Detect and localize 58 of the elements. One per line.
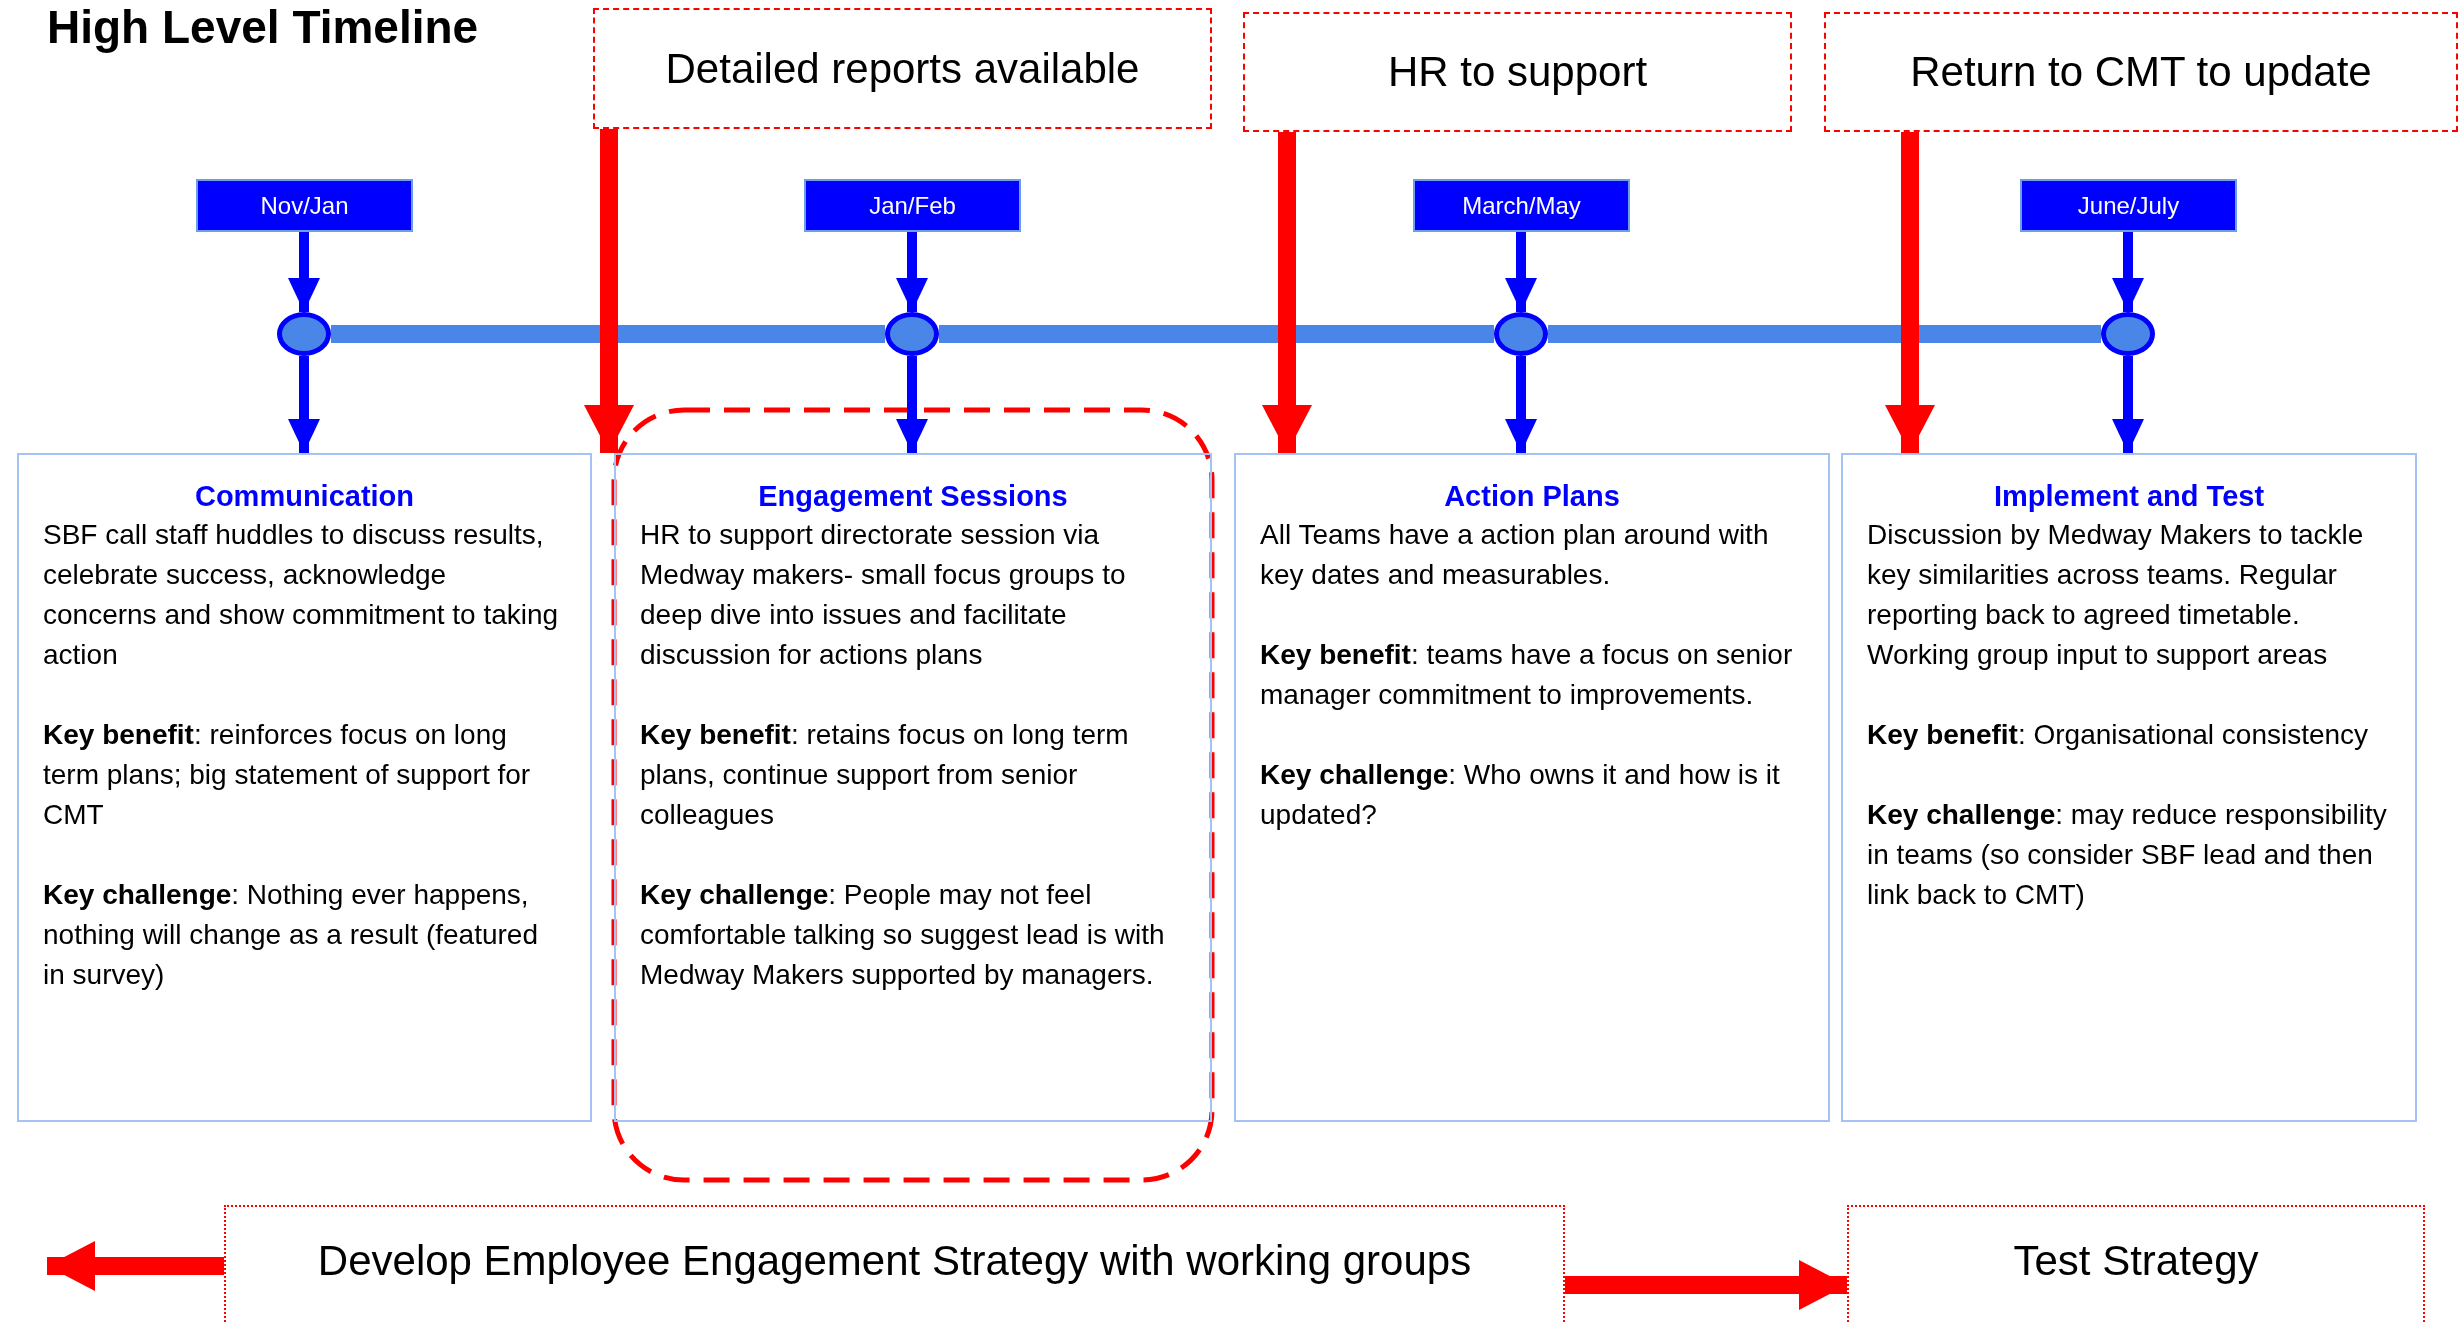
key-benefit-text: Key benefit: retains focus on long term plans, continue support from senior colleagues: [640, 718, 1130, 832]
note-text: Detailed reports available: [665, 44, 1140, 93]
arrow: [2112, 356, 2144, 453]
phase-card: [1841, 453, 2417, 1122]
key-benefit-text: Key benefit: reinforces focus on long term plans; big statement of support for CMT: [43, 718, 532, 832]
phase-card: [17, 453, 592, 1122]
strategy-text: Test Strategy: [2013, 1237, 2259, 1285]
date-tag: [2020, 179, 2237, 232]
phase-description: HR to support directorate session via Medway makers- small focus groups to deep dive into issues and facilitate discussion for actions plans: [640, 518, 1127, 672]
timeline-line: [1548, 325, 2101, 343]
date-text: Jan/Feb: [869, 191, 956, 220]
phase-title: Engagement Sessions: [757, 479, 1069, 514]
key-challenge-text: Key challenge: Nothing ever happens, nothing will change as a result (featured in survey): [43, 878, 539, 992]
key-benefit-text: Key benefit: Organisational consistency: [1867, 718, 2370, 752]
key-benefit-text: Key benefit: teams have a focus on senior manager commitment to improvements.: [1260, 638, 1794, 712]
milestone-circle: [885, 312, 939, 356]
arrow: [288, 232, 320, 312]
arrow: [1885, 132, 1935, 453]
arrow: [47, 1241, 224, 1291]
phase-title: Communication: [193, 479, 416, 514]
key-challenge-text: Key challenge: may reduce responsibility in teams (so consider SBF lead and then link back to CMT): [1867, 798, 2388, 912]
arrow: [896, 232, 928, 312]
date-text: June/July: [2077, 191, 2180, 220]
note-box: [593, 8, 1212, 129]
arrow: [896, 356, 928, 453]
arrow: [288, 356, 320, 453]
key-challenge-text: Key challenge: Who owns it and how is it updated?: [1260, 758, 1781, 832]
strategy-box: [1847, 1205, 2425, 1323]
date-tag: [804, 179, 1021, 232]
arrow: [1262, 132, 1312, 453]
arrow: [1505, 356, 1537, 453]
timeline-line: [939, 325, 1494, 343]
timeline-line: [331, 325, 885, 343]
note-box: [1824, 12, 2458, 132]
date-tag: [196, 179, 413, 232]
arrow: [1565, 1260, 1847, 1310]
strategy-box: [224, 1205, 1565, 1323]
note-text: HR to support: [1387, 48, 1648, 96]
milestone-circle: [1494, 312, 1548, 356]
arrow: [584, 129, 634, 453]
phase-card: [1234, 453, 1830, 1122]
note-box: [1243, 12, 1792, 132]
date-tag: [1413, 179, 1630, 232]
phase-description: SBF call staff huddles to discuss results, celebrate success, acknowledge concerns and show commitment to taking action: [43, 518, 560, 672]
strategy-text: Develop Employee Engagement Strategy with working groups: [317, 1237, 1472, 1285]
slide-title: High Level Timeline: [47, 0, 479, 54]
phase-description: All Teams have a action plan around with key dates and measurables.: [1260, 518, 1770, 592]
key-challenge-text: Key challenge: People may not feel comfortable talking so suggest lead is with Medway Makers supported by managers.: [640, 878, 1166, 992]
arrow: [2112, 232, 2144, 312]
date-text: March/May: [1462, 191, 1581, 220]
milestone-circle: [2101, 312, 2155, 356]
milestone-circle: [277, 312, 331, 356]
arrow: [1505, 232, 1537, 312]
note-text: Return to CMT to update: [1910, 48, 2372, 96]
date-text: Nov/Jan: [260, 191, 349, 220]
phase-title: Implement and Test: [1992, 479, 2266, 514]
phase-description: Discussion by Medway Makers to tackle key similarities across teams. Regular reporting back to agreed timetable. Working group input to support areas: [1867, 518, 2365, 672]
phase-title: Action Plans: [1443, 479, 1621, 514]
